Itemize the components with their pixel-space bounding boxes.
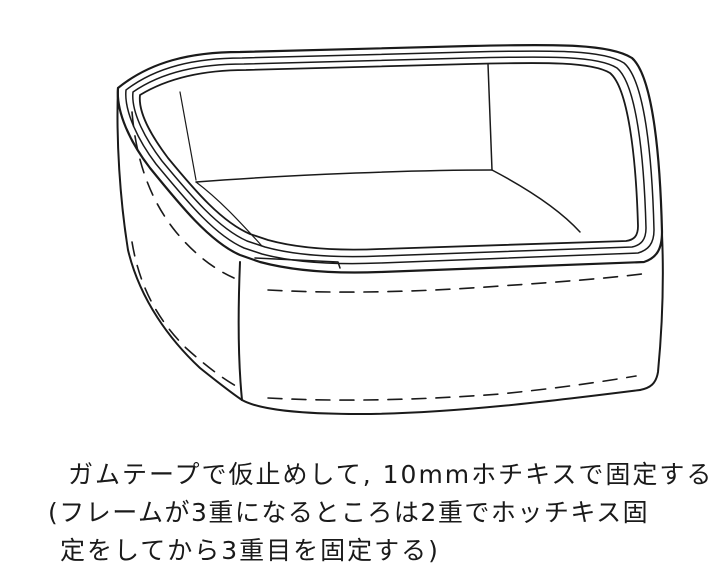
caption-line-2: (フレームが3重になるところは2重でホッチキス固 — [48, 498, 650, 527]
staple-line-front-top — [267, 273, 643, 293]
wall-bottom-edge — [241, 389, 641, 415]
inner-back-right-corner — [487, 63, 493, 171]
wall-left-front-corner — [237, 261, 243, 401]
staple-line-left-bottom — [131, 241, 237, 387]
wall-right-edge — [639, 233, 664, 391]
inner-floor-back — [195, 169, 493, 183]
caption-line-1: ガムテープで仮止めして, 10mmホチキスで固定する — [68, 460, 714, 489]
wall-left-edge — [116, 87, 243, 401]
rim-band-2 — [132, 56, 647, 258]
inner-back-left-corner — [179, 91, 197, 181]
staple-line-front-bottom — [267, 375, 637, 401]
rim-inner-edge — [138, 62, 639, 251]
rim-outer-edge — [116, 43, 664, 274]
inner-floor-left — [195, 181, 263, 247]
rim-band-1 — [125, 50, 655, 265]
tape-strip — [254, 257, 341, 269]
caption-line-3: 定をしてから3重目を固定する) — [60, 536, 440, 565]
staple-line-left-top — [131, 111, 235, 279]
inner-floor-right — [491, 169, 581, 233]
